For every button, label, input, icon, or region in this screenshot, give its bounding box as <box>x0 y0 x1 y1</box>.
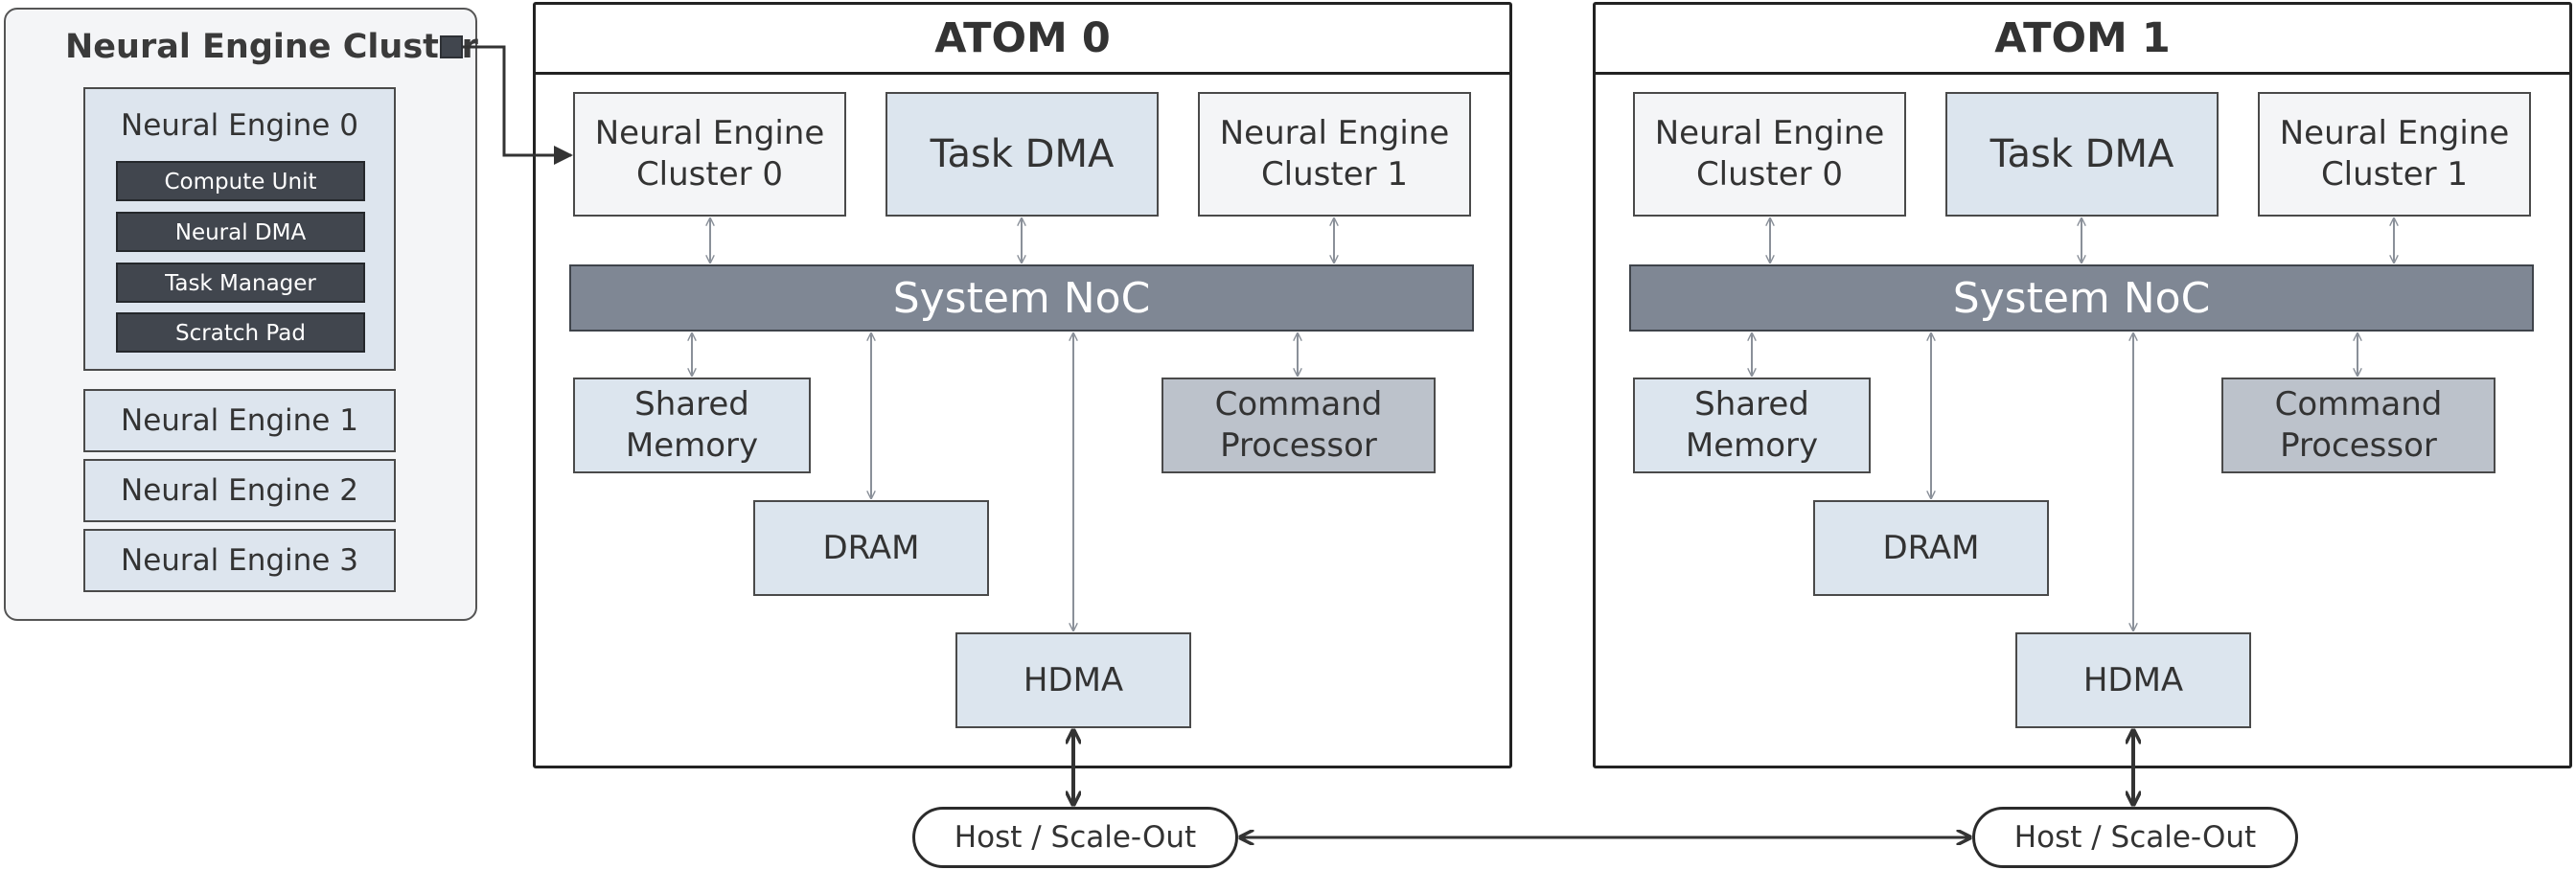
neural-engine-2-box: Neural Engine 2 <box>83 459 396 522</box>
atom-0-system-noc: System NoC <box>569 264 1474 332</box>
atom-0-cluster-1-line-1: Neural Engine <box>1219 114 1450 152</box>
cluster-connector-square <box>440 35 463 58</box>
atom-1-host-scale-out: Host / Scale-Out <box>1972 807 2298 868</box>
atom-1-cluster-0-line-1: Neural Engine <box>1654 114 1885 152</box>
scratch-pad-block: Scratch Pad <box>116 312 365 353</box>
atom-1-command-processor-line-2: Processor <box>2280 426 2437 465</box>
task-manager-block: Task Manager <box>116 263 365 303</box>
neural-engine-3-box: Neural Engine 3 <box>83 529 396 592</box>
atom-1-system-noc: System NoC <box>1629 264 2534 332</box>
atom-1-cluster-1-line-2: Cluster 1 <box>2320 155 2469 194</box>
neural-engine-0-title: Neural Engine 0 <box>121 108 358 143</box>
atom-0-task-dma: Task DMA <box>886 92 1159 217</box>
atom-0-command-processor-line-1: Command <box>1214 385 1383 424</box>
atom-1-hdma: HDMA <box>2015 632 2251 728</box>
atom-1-shared-memory-line-2: Memory <box>1685 426 1819 465</box>
compute-unit-block: Compute Unit <box>116 161 365 201</box>
neural-dma-block: Neural DMA <box>116 212 365 252</box>
atom-0-cluster-0-line-2: Cluster 0 <box>635 155 784 194</box>
atom-1-cluster-0-line-2: Cluster 0 <box>1695 155 1844 194</box>
atom-0-title: ATOM 0 <box>533 2 1512 75</box>
atom-0-hdma: HDMA <box>955 632 1191 728</box>
atom-0-shared-memory-line-1: Shared <box>634 385 749 424</box>
atom-0-cluster-1-line-2: Cluster 1 <box>1260 155 1409 194</box>
atom-1-task-dma: Task DMA <box>1945 92 2219 217</box>
atom-1-dram: DRAM <box>1813 500 2049 596</box>
atom-0-command-processor-line-2: Processor <box>1220 426 1377 465</box>
atom-1-command-processor-line-1: Command <box>2274 385 2443 424</box>
atom-1-title: ATOM 1 <box>1593 2 2572 75</box>
atom-1-cluster-1-line-1: Neural Engine <box>2279 114 2510 152</box>
atom-0-cluster-0-line-1: Neural Engine <box>594 114 825 152</box>
atom-0-host-scale-out: Host / Scale-Out <box>912 807 1238 868</box>
atom-0-dram: DRAM <box>753 500 989 596</box>
atom-1-shared-memory-line-1: Shared <box>1694 385 1809 424</box>
cluster-panel-title: Neural Engine Cluster <box>65 28 478 66</box>
atom-0-shared-memory-line-2: Memory <box>625 426 759 465</box>
neural-engine-1-box: Neural Engine 1 <box>83 389 396 452</box>
cluster-to-atom-0-arrow <box>463 45 573 165</box>
